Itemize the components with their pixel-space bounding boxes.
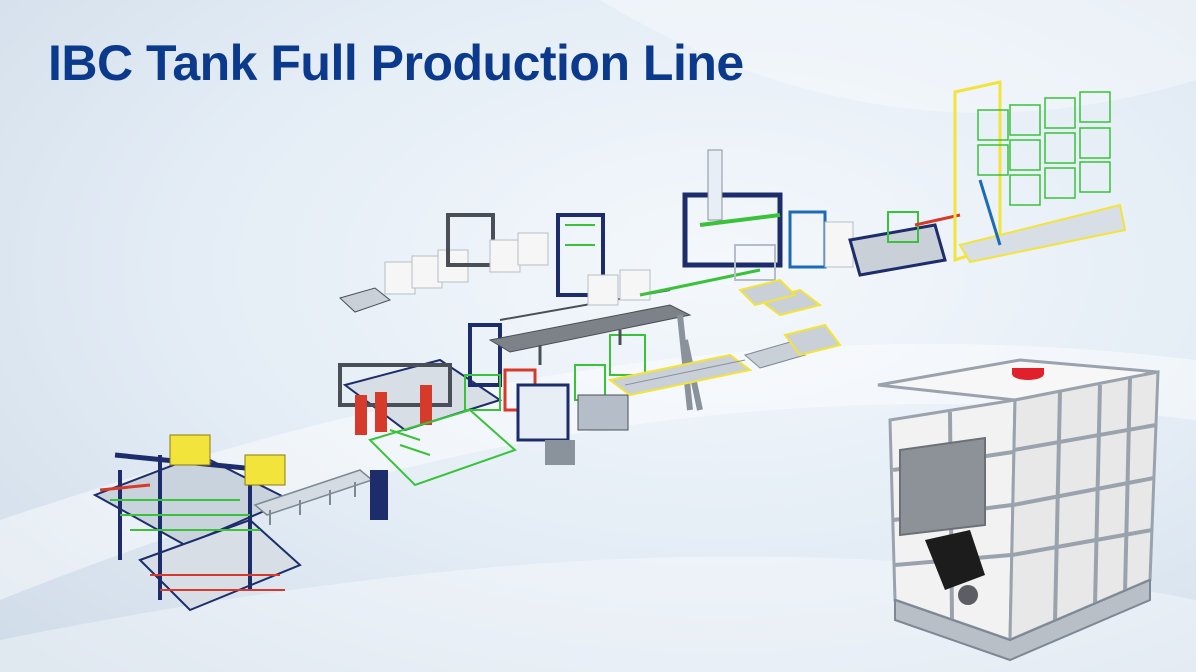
page-title: IBC Tank Full Production Line: [48, 35, 744, 91]
ibc-tank: [877, 358, 1160, 662]
testing-station: [464, 323, 646, 465]
frame-assembly-station: [338, 358, 517, 520]
gantry-robot: [682, 149, 783, 281]
cage-loading-stations: [738, 210, 961, 357]
storage-rack: [953, 80, 1127, 264]
roller-conveyor-middle: [607, 341, 807, 397]
upper-tank-conveyor: [339, 213, 761, 313]
